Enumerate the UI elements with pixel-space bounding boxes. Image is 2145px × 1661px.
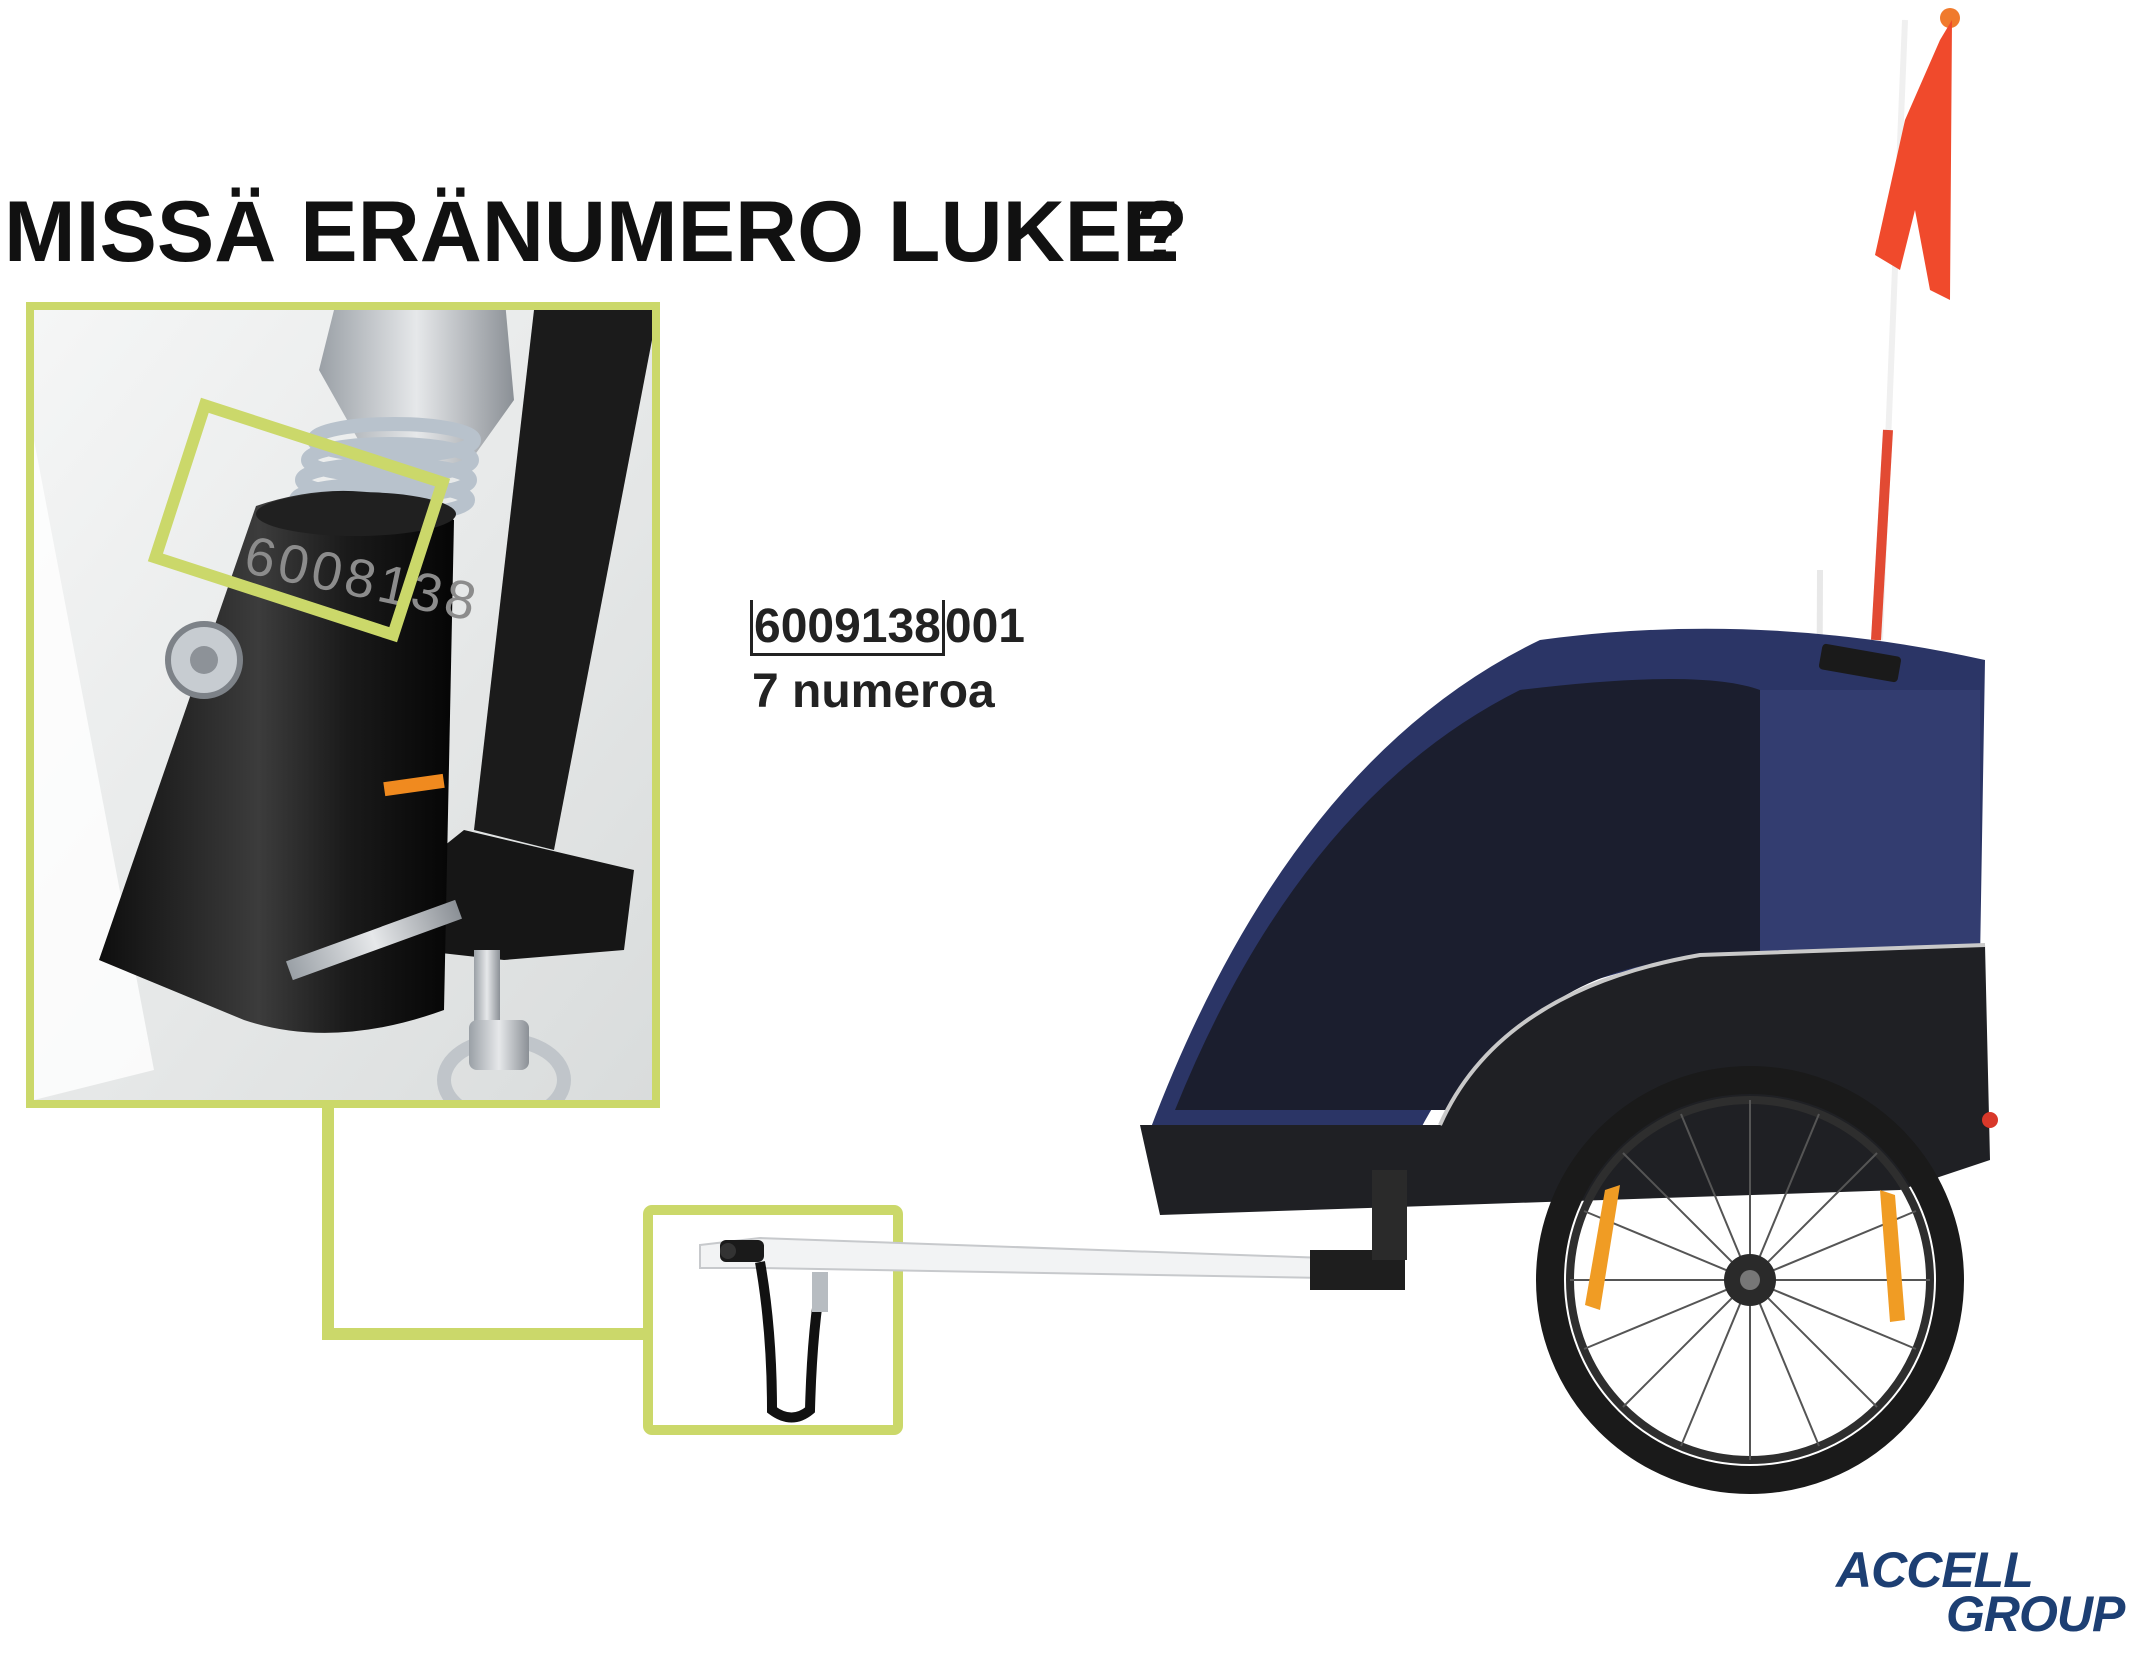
safety-flag: [1875, 20, 1952, 300]
safety-strap: [755, 1261, 827, 1423]
strap: [474, 310, 652, 850]
tow-bar: [699, 1236, 1326, 1280]
accell-group-logo: ACCELL GROUP: [1836, 1542, 2136, 1639]
serial-suffix: 001: [944, 600, 1025, 653]
reflector-right: [1880, 1190, 1905, 1322]
logo-line2: GROUP: [1946, 1586, 2125, 1642]
serial-highlight-box: [147, 397, 451, 643]
wheel: [1536, 1066, 1964, 1494]
trailer-tub: [1140, 945, 1990, 1215]
reflector-left: [1585, 1185, 1620, 1310]
serial-number: 6009138001: [750, 597, 1025, 657]
hitch-closeup-illustration: 6008138: [34, 310, 652, 1100]
hitch-closeup-photo: 6008138: [26, 302, 660, 1108]
title-overlap-char: ?: [1135, 184, 1188, 280]
title-text: MISSÄ ERÄNUMERO LUKEE: [4, 184, 1180, 280]
page-title: MISSÄ ERÄNUMERO LUKEE?: [4, 184, 1188, 280]
serial-batch-digits: 6009138: [750, 600, 945, 656]
digits-note: 7 numeroa: [752, 665, 995, 718]
logo-line1: ACCELL: [1836, 1542, 2034, 1598]
mesh-window: [1175, 679, 1760, 1110]
